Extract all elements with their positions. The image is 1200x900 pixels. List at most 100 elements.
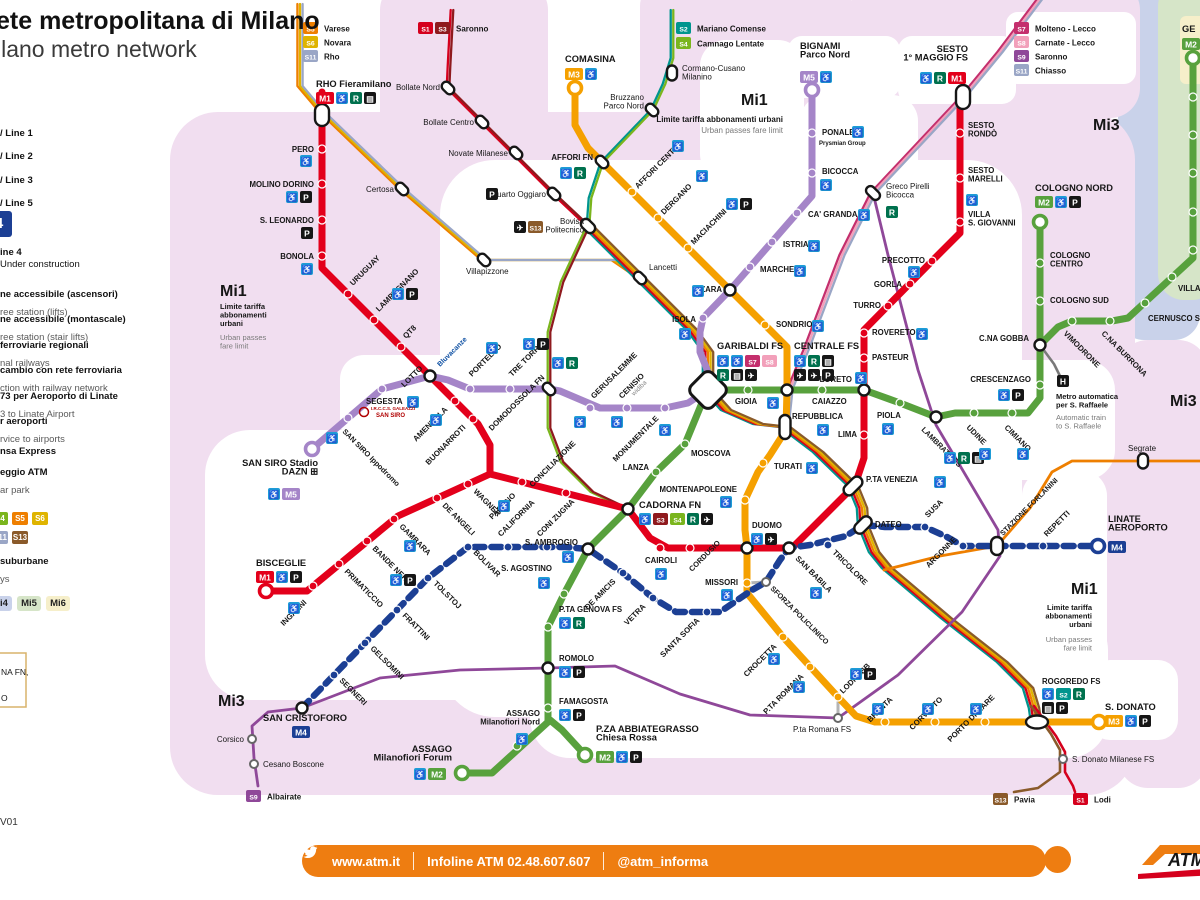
- sline-flag-s6: [303, 36, 318, 48]
- station-sesto: [955, 173, 965, 183]
- badge-glyph: S13: [529, 225, 541, 232]
- hospital-logo-icon: [358, 406, 370, 418]
- station-label: GARIBALDI FS: [717, 341, 783, 351]
- station-badge-wc: [552, 357, 564, 369]
- station-missori: [742, 578, 752, 588]
- station-badge-lift: [731, 355, 743, 367]
- station-badge-p: [301, 227, 313, 239]
- station-marche: [745, 262, 755, 272]
- badge-glyph: R: [577, 168, 583, 178]
- badge-glyph: R: [811, 356, 817, 366]
- station-bovisa: [579, 217, 597, 235]
- badge-glyph: ▤: [366, 94, 374, 103]
- station-amendola: [450, 396, 460, 406]
- badge-glyph: S11: [1016, 68, 1028, 75]
- station-s-donato: [1090, 713, 1108, 731]
- legend-item: ne accessibile (montascale)ree station (…: [0, 314, 126, 343]
- station-portello: [465, 384, 475, 394]
- station-label: BISCEGLIE: [256, 558, 306, 568]
- badge-glyph: ♿: [575, 417, 586, 427]
- badge-glyph: ♿: [287, 192, 298, 202]
- station-sforza-policlinico: [761, 577, 771, 587]
- station-badge-wc: [793, 681, 805, 693]
- station-assago: [453, 764, 471, 782]
- station-badge-wc: [944, 452, 956, 464]
- station-rho-fieramilano: [313, 102, 331, 128]
- badge-glyph: S6: [306, 40, 315, 47]
- badge-glyph: ♿: [971, 704, 982, 714]
- sline-flag-label: Camnago Lentate: [697, 39, 765, 48]
- station-badge-wc: [407, 396, 419, 408]
- suburban-seveso-suburban: [585, 8, 672, 228]
- station-badge-wc: [820, 71, 832, 83]
- map-text: Mi1: [220, 283, 247, 300]
- legend-line-item: / Line 2: [0, 151, 33, 162]
- badge-glyph: ✈: [768, 535, 775, 544]
- station-cordusio: [685, 543, 695, 553]
- badge-glyph: R: [353, 93, 359, 103]
- station-san-siro-ippodromo: [343, 413, 353, 423]
- station-badge-wc: [812, 320, 824, 332]
- map-text: Mi3: [1093, 117, 1120, 134]
- badge-glyph: ♿: [277, 572, 288, 582]
- station-label: CA' GRANDA: [808, 210, 858, 219]
- atm-website-url: www.atm.it: [332, 853, 401, 869]
- legend-m4-square: 4: [0, 211, 12, 237]
- badge-glyph: ♿: [921, 73, 932, 83]
- station-badge-p: [740, 198, 752, 210]
- fare-zone-area: [1006, 12, 1136, 84]
- station-badge-m2: [428, 768, 446, 780]
- legend-chip-s13: S13: [12, 531, 28, 545]
- badge-glyph: ♿: [811, 588, 822, 598]
- station-badge-wc: [998, 389, 1010, 401]
- station-badge-wc: [767, 397, 779, 409]
- station-label: CAIROLI: [645, 556, 677, 565]
- station-badge-m5: [282, 488, 300, 500]
- station-stop: [1188, 130, 1198, 140]
- station-bisceglie: [257, 582, 275, 600]
- station-romolo: [541, 661, 555, 675]
- sline-flag-s11: [303, 50, 318, 62]
- map-text: Mi3: [218, 693, 245, 710]
- station-tolstoj: [423, 573, 433, 583]
- fare-zone-area: [930, 360, 1115, 480]
- station-label: S. AGOSTINO: [501, 564, 552, 573]
- station-badge-p: [864, 668, 876, 680]
- station-cologno-nord: [1031, 213, 1049, 231]
- station-badge-wc: [979, 448, 991, 460]
- legend-mi-chips: Mi4Mi5Mi6: [0, 593, 75, 611]
- footer-divider: [413, 852, 415, 870]
- legend-partial-text: O: [1, 693, 8, 703]
- badge-glyph: S7: [748, 359, 757, 366]
- suburban-segrate-line: [882, 459, 1200, 572]
- station-badge-wc: [920, 72, 932, 84]
- station-badge-wc: [562, 551, 574, 563]
- station-santa-sofia: [702, 607, 712, 617]
- badge-glyph: ♿: [769, 654, 780, 664]
- badge-glyph: ▤: [974, 454, 982, 463]
- suburban-ne-suburban: [787, 0, 1044, 429]
- station-badge-m5: [800, 71, 818, 83]
- badge-glyph: ♿: [327, 433, 338, 443]
- station-segesta: [377, 384, 387, 394]
- station-badge-wc: [672, 140, 684, 152]
- station-label: TURRO: [853, 301, 881, 310]
- badge-glyph: ♿: [851, 669, 862, 679]
- station-label: MONTENAPOLEONE: [659, 485, 737, 494]
- station-duomo: [740, 541, 754, 555]
- badge-glyph: P: [633, 752, 639, 762]
- station-label: P.ta Romana FS: [793, 725, 851, 734]
- badge-glyph: ♿: [405, 541, 416, 551]
- station-label: LORETO: [820, 375, 852, 384]
- station-badge-wc: [286, 191, 298, 203]
- station-stop: [1188, 92, 1198, 102]
- station-comasina: [566, 79, 584, 97]
- map-text: Prysmian Group: [819, 141, 866, 147]
- legend-line-item: / Line 3: [0, 175, 33, 186]
- badge-glyph: ♿: [1018, 449, 1029, 459]
